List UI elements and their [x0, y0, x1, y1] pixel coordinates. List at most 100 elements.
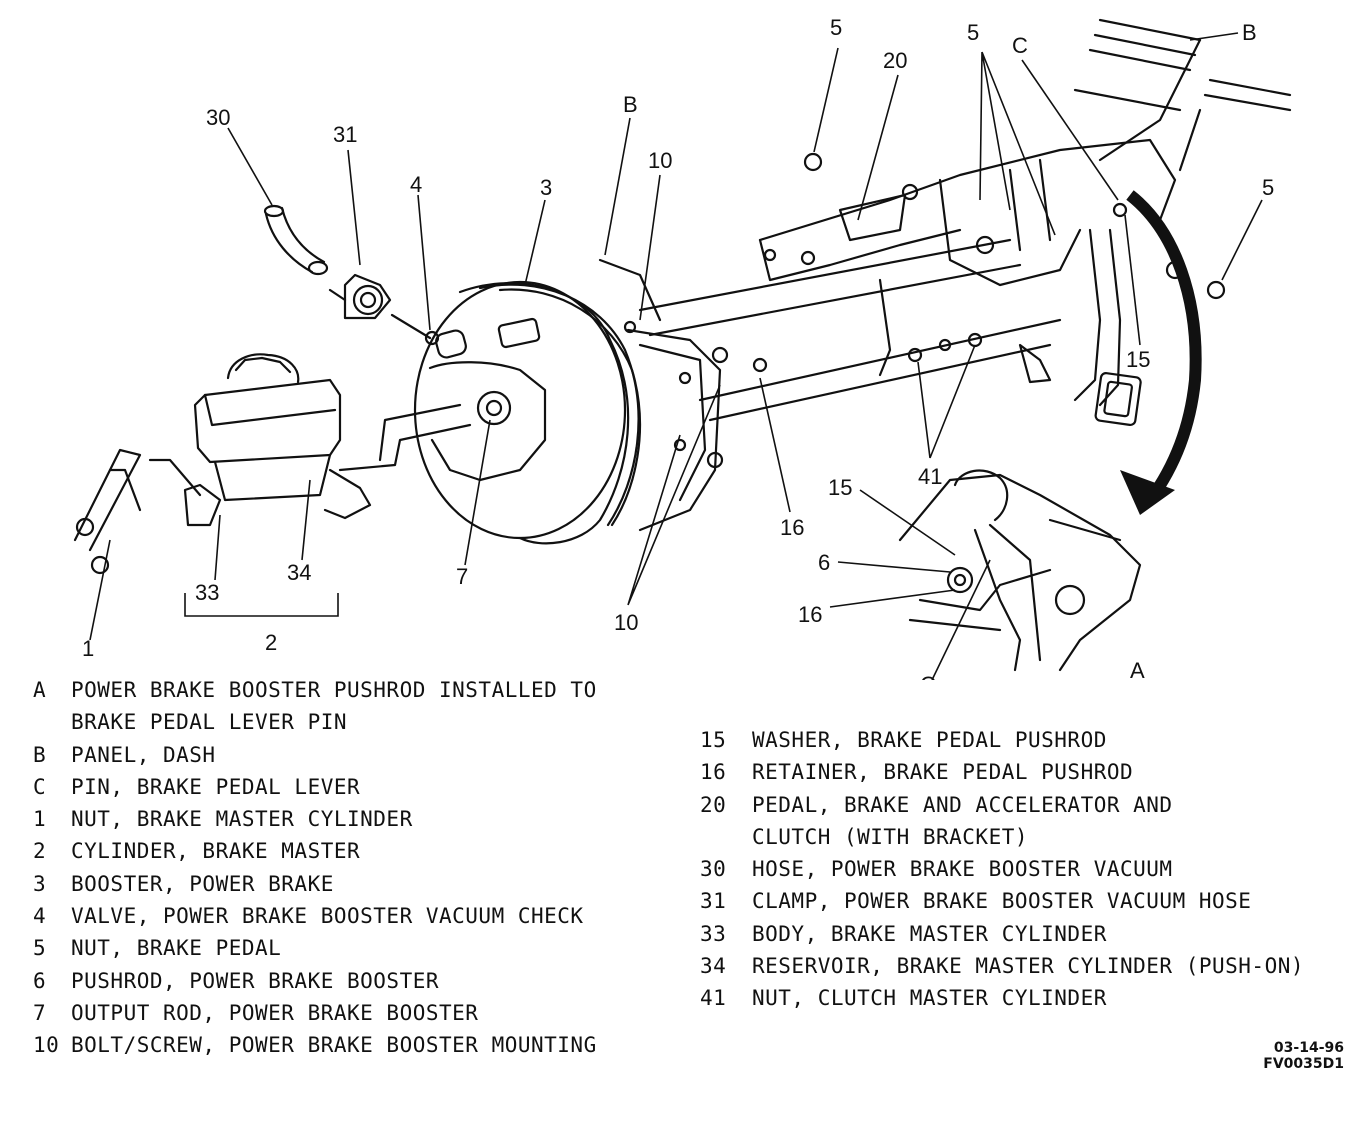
detail-arrow-head: [1120, 470, 1175, 515]
legend-key: 1: [33, 807, 47, 832]
legend-text: PEDAL, BRAKE AND ACCELERATOR AND: [752, 792, 1173, 817]
dash-panel: [1073, 18, 1292, 172]
callout-c-top: C: [1012, 33, 1028, 58]
legend-key: B: [33, 742, 47, 767]
legend-text: WASHER, BRAKE PEDAL PUSHROD: [752, 728, 1107, 752]
legend-text-continued: BRAKE PEDAL LEVER PIN: [71, 710, 348, 735]
vacuum-hose: [263, 204, 432, 340]
callout-a: A: [1130, 658, 1145, 680]
callout-4: 4: [410, 172, 422, 197]
callout-6: 6: [818, 550, 830, 575]
legend-item: 34 RESERVOIR, BRAKE MASTER CYLINDER (PUSH…: [700, 950, 1304, 982]
callout-31: 31: [333, 122, 357, 147]
legend-key: 30: [700, 857, 727, 882]
legend-text: NUT, BRAKE MASTER CYLINDER: [71, 807, 413, 832]
callout-20: 20: [883, 48, 907, 73]
legend-left: A POWER BRAKE BOOSTER PUSHROD INSTALLED T…: [33, 674, 597, 1062]
callout-16: 16: [780, 515, 804, 540]
legend-key: 15: [700, 728, 727, 752]
callout-1: 1: [82, 636, 94, 661]
callout-33: 33: [195, 580, 219, 605]
callout-5-right: 5: [1262, 175, 1274, 200]
detail-view-a: [898, 469, 1142, 672]
figure-id: 03-14-96 FV0035D1: [1263, 1040, 1344, 1072]
legend-key: 10: [33, 1033, 60, 1058]
legend-text-continued: CLUTCH (WITH BRACKET): [752, 824, 1029, 849]
legend-key: A: [33, 678, 47, 702]
legend-text: PUSHROD, POWER BRAKE BOOSTER: [71, 968, 440, 993]
callout-10-top: 10: [648, 148, 672, 173]
figure-date: 03-14-96: [1273, 1040, 1344, 1056]
legend-key: C: [33, 774, 47, 799]
legend-text: OUTPUT ROD, POWER BRAKE BOOSTER: [71, 1000, 479, 1025]
legend-key: 16: [700, 760, 727, 785]
legend-key: 33: [700, 921, 727, 946]
support-rods: [638, 238, 1062, 422]
legend-key: 3: [33, 871, 47, 896]
legend-key: 20: [700, 792, 727, 817]
legend-item: 7 OUTPUT ROD, POWER BRAKE BOOSTER: [33, 997, 597, 1029]
legend-text: VALVE, POWER BRAKE BOOSTER VACUUM CHECK: [71, 904, 584, 929]
legend-item: 30 HOSE, POWER BRAKE BOOSTER VACUUM: [700, 853, 1304, 885]
legend-text: POWER BRAKE BOOSTER PUSHROD INSTALLED TO: [71, 678, 597, 702]
check-valve: [424, 329, 467, 359]
pedal-bracket: [758, 138, 1185, 287]
legend-line: 34 RESERVOIR, BRAKE MASTER CYLINDER (PUSH…: [700, 950, 1304, 982]
master-cylinder: [73, 353, 472, 575]
legend-line: 7 OUTPUT ROD, POWER BRAKE BOOSTER: [33, 997, 597, 1029]
legend-text: CYLINDER, BRAKE MASTER: [71, 839, 361, 864]
legend-item: 20 PEDAL, BRAKE AND ACCELERATOR AND CLUTCH…: [700, 789, 1304, 854]
legend-text: RESERVOIR, BRAKE MASTER CYLINDER (PUSH-O…: [752, 954, 1305, 979]
callout-c-detail: C: [920, 672, 936, 680]
legend-item: 1 NUT, BRAKE MASTER CYLINDER: [33, 803, 597, 835]
legend-key: 34: [700, 954, 727, 979]
legend-key: 41: [700, 986, 727, 1011]
callout-3: 3: [540, 175, 552, 200]
callout-b-mid: B: [623, 92, 638, 117]
legend-item: A POWER BRAKE BOOSTER PUSHROD INSTALLED T…: [33, 674, 597, 739]
legend-text: NUT, BRAKE PEDAL: [71, 936, 282, 961]
callout-b-top: B: [1242, 20, 1257, 45]
legend-text: HOSE, POWER BRAKE BOOSTER VACUUM: [752, 857, 1173, 882]
power-brake-booster: [413, 258, 724, 545]
callout-34: 34: [287, 560, 311, 585]
legend-line: 15 WASHER, BRAKE PEDAL PUSHROD: [700, 724, 1304, 756]
legend-key: 7: [33, 1000, 47, 1025]
legend-item: 10 BOLT/SCREW, POWER BRAKE BOOSTER MOUNTI…: [33, 1029, 597, 1061]
legend-text: CLAMP, POWER BRAKE BOOSTER VACUUM HOSE: [752, 889, 1252, 914]
callout-10-bottom: 10: [614, 610, 638, 635]
legend-item: 5 NUT, BRAKE PEDAL: [33, 932, 597, 964]
brake-assembly-diagram: 5 20 5 C B 30 31 B 10 4 3 5 15 41 15 6 1…: [73, 15, 1292, 680]
callout-7: 7: [456, 564, 468, 589]
callout-30: 30: [206, 105, 230, 130]
legend-key: 5: [33, 936, 47, 961]
legend-line: 20 PEDAL, BRAKE AND ACCELERATOR AND: [700, 789, 1304, 821]
figure-code: FV0035D1: [1263, 1056, 1344, 1072]
callout-5-top: 5: [830, 15, 842, 40]
callout-2: 2: [265, 630, 277, 655]
leader-lines: [89, 32, 1263, 680]
legend-item: 15 WASHER, BRAKE PEDAL PUSHROD: [700, 724, 1304, 756]
callout-15-detail: 15: [828, 475, 852, 500]
fastener-nuts: [711, 152, 1226, 373]
callout-16-detail: 16: [798, 602, 822, 627]
legend-text: BOLT/SCREW, POWER BRAKE BOOSTER MOUNTING: [71, 1033, 597, 1058]
